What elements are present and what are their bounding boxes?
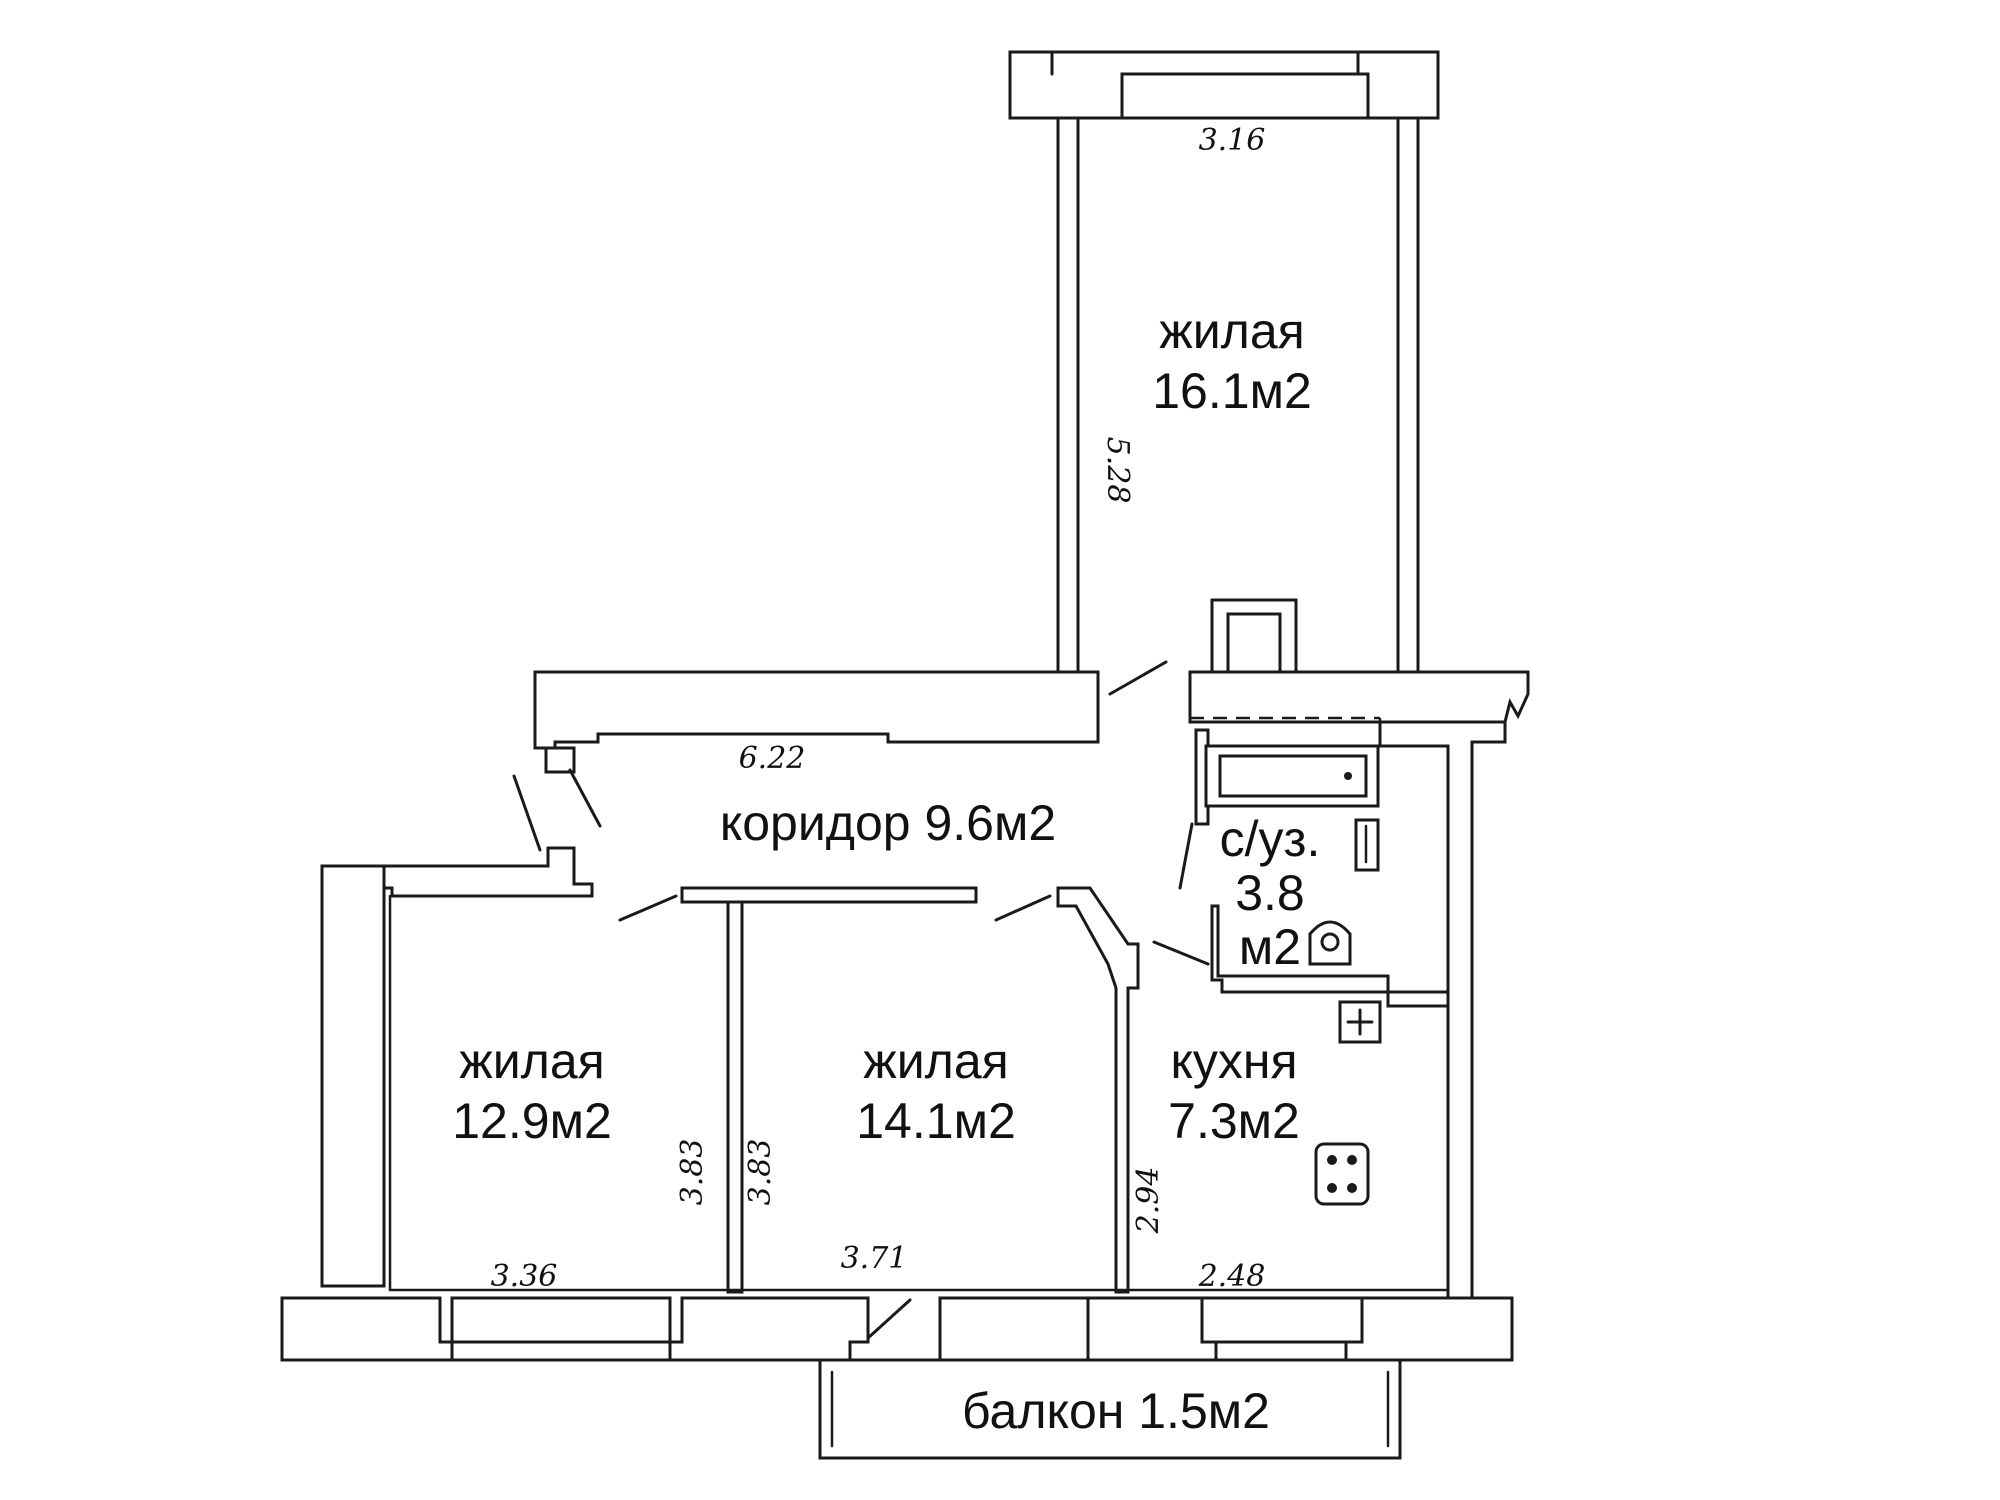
outlet-icon bbox=[1338, 1000, 1382, 1044]
middle-room-area: 14.1м2 bbox=[856, 1093, 1016, 1149]
dim-top-room-length: 5.28 bbox=[1100, 437, 1135, 504]
top-room-area: 16.1м2 bbox=[1152, 363, 1312, 419]
bottom-wall bbox=[280, 1288, 1514, 1362]
right-outer-wall bbox=[1378, 720, 1507, 1300]
dim-left-room-width: 3.36 bbox=[491, 1259, 558, 1294]
kitchen-name: кухня bbox=[1170, 1033, 1297, 1089]
partition-walls bbox=[680, 728, 1450, 1294]
bathroom-area-value: 3.8 bbox=[1235, 865, 1305, 921]
dim-corridor-length: 6.22 bbox=[739, 741, 806, 776]
bathroom-area-unit: м2 bbox=[1239, 919, 1301, 975]
balcony-label: балкон 1.5м2 bbox=[962, 1383, 1270, 1439]
kitchen-fixtures bbox=[1314, 1000, 1382, 1206]
bathroom-name: с/уз. bbox=[1220, 811, 1321, 867]
door-swings bbox=[512, 660, 1210, 1340]
dim-middle-room-width: 3.71 bbox=[841, 1241, 908, 1276]
dim-left-room-depth: 3.83 bbox=[675, 1139, 710, 1206]
left-room-area: 12.9м2 bbox=[452, 1093, 612, 1149]
left-room-walls bbox=[320, 846, 594, 1292]
left-room-name: жилая bbox=[459, 1033, 604, 1089]
bathroom-fixtures bbox=[1190, 716, 1382, 966]
middle-room-name: жилая bbox=[863, 1033, 1008, 1089]
top-room-name: жилая bbox=[1159, 303, 1304, 359]
corridor-label: коридор 9.6м2 bbox=[720, 795, 1056, 851]
dim-middle-room-depth: 3.83 bbox=[743, 1139, 778, 1206]
dim-kitchen-width: 2.48 bbox=[1198, 1259, 1266, 1294]
room-labels: жилая 16.1м2 коридор 9.6м2 с/уз. 3.8 м2 … bbox=[452, 303, 1320, 1439]
corridor-walls bbox=[533, 598, 1530, 774]
kitchen-area: 7.3м2 bbox=[1168, 1093, 1300, 1149]
dimension-labels: 3.16 5.28 6.22 3.36 3.83 3.83 3.71 2.94 … bbox=[491, 123, 1266, 1294]
stove-icon bbox=[1314, 1142, 1370, 1206]
toilet-icon bbox=[1308, 920, 1352, 966]
balcony bbox=[818, 1358, 1402, 1460]
dim-kitchen-depth: 2.94 bbox=[1131, 1167, 1166, 1235]
dim-top-room-width: 3.16 bbox=[1199, 123, 1266, 158]
